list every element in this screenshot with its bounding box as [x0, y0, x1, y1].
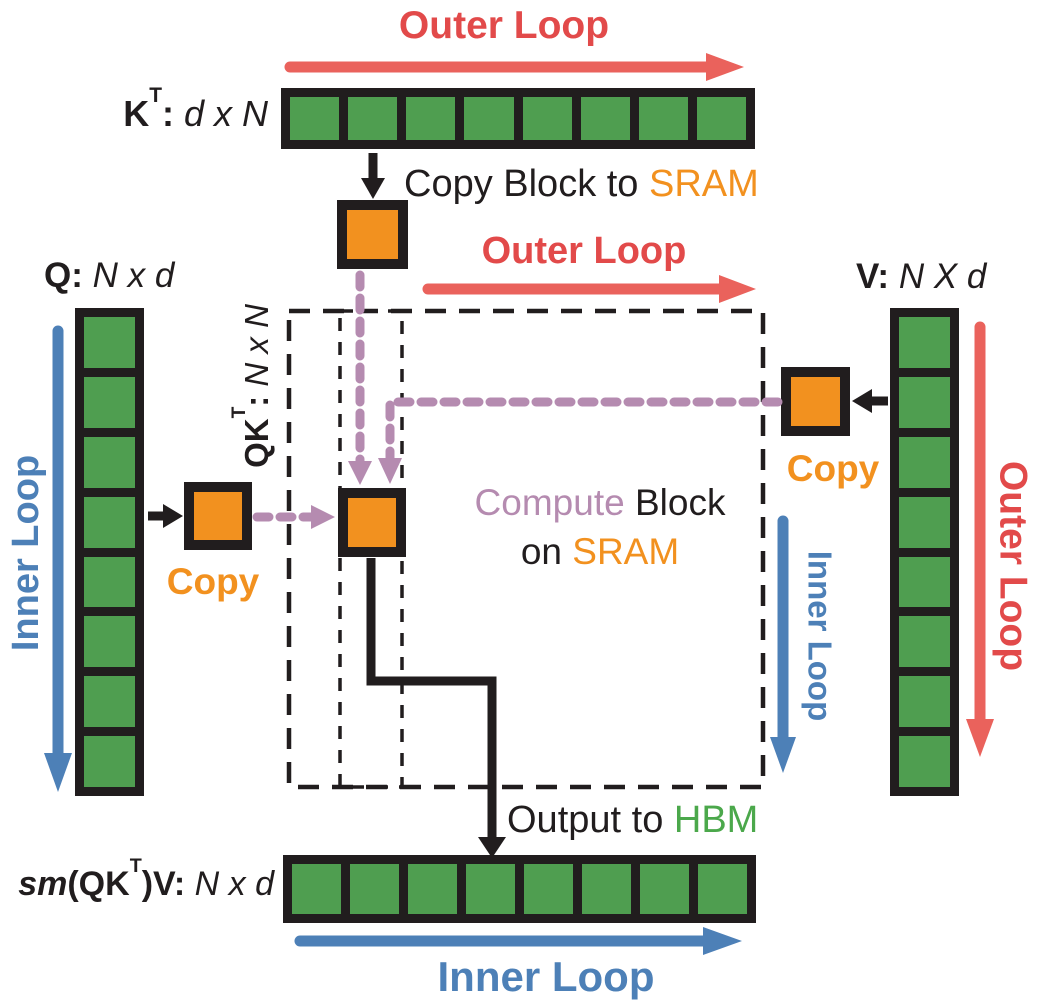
- matrix-cell: [84, 317, 135, 368]
- output-matrix-label: sm(QKT)V: N x d: [0, 855, 274, 903]
- output-sup: T: [129, 854, 142, 877]
- v-matrix: [890, 308, 959, 796]
- outer-loop-arrow-top: [284, 53, 744, 81]
- output-dims: N x d: [194, 865, 274, 903]
- outer-loop-label-right: Outer Loop: [991, 460, 1035, 672]
- q-to-sram-arrow: [148, 504, 183, 528]
- matrix-cell: [696, 97, 746, 140]
- matrix-cell: [292, 864, 341, 914]
- output-open: (QK: [67, 865, 130, 903]
- qkt-dims: N x N: [237, 304, 275, 387]
- matrix-cell: [522, 97, 572, 140]
- v-dims: N X d: [898, 257, 987, 296]
- outer-loop-arrow-right: [966, 321, 994, 757]
- q-dims: N x d: [92, 256, 175, 295]
- output-to-hbm-label: Output to HBM: [507, 799, 759, 842]
- matrix-cell: [698, 864, 747, 914]
- inner-loop-arrow-bottom: [294, 927, 742, 955]
- matrix-cell: [290, 97, 340, 140]
- matrix-cell: [582, 864, 631, 914]
- qkt-sup: T: [229, 406, 251, 419]
- matrix-cell: [524, 864, 573, 914]
- matrix-cell: [899, 496, 950, 548]
- matrix-cell: [84, 556, 135, 608]
- output-to-hbm-arrow: [366, 558, 506, 858]
- sram-highlight-2: SRAM: [572, 530, 680, 572]
- kt-matrix-label: KT: d x N: [90, 84, 268, 134]
- q-matrix-label: Q: N x d: [44, 256, 175, 296]
- k-sram-block: [337, 200, 408, 269]
- matrix-cell: [84, 376, 135, 428]
- matrix-cell: [464, 97, 514, 140]
- matrix-cell: [899, 736, 950, 787]
- compute-block: [338, 488, 406, 557]
- matrix-cell: [899, 317, 950, 368]
- copy-label-q: Copy: [166, 561, 260, 602]
- compute-block-on-sram-label: Compute Block on SRAM: [413, 479, 787, 577]
- inner-loop-label-center: Inner Loop: [801, 550, 839, 722]
- kt-matrix: [281, 88, 755, 149]
- matrix-cell: [899, 676, 950, 728]
- inner-loop-label-left: Inner Loop: [5, 454, 47, 652]
- matrix-cell: [408, 864, 457, 914]
- copy-block-to-sram-label: Copy Block to SRAM: [404, 163, 759, 206]
- kt-colon: :: [161, 93, 184, 134]
- matrix-cell: [406, 97, 456, 140]
- v-name: V: [856, 257, 878, 296]
- inner-loop-arrow-left: [44, 325, 72, 792]
- matrix-cell: [466, 864, 515, 914]
- v-colon: :: [877, 257, 899, 296]
- sram-highlight: SRAM: [649, 163, 759, 205]
- matrix-cell: [348, 97, 398, 140]
- matrix-cell: [350, 864, 399, 914]
- on-text: on: [520, 530, 573, 572]
- hbm-highlight: HBM: [673, 799, 759, 841]
- copy-label-v: Copy: [786, 448, 880, 489]
- matrix-cell: [84, 436, 135, 488]
- q-colon: :: [71, 256, 93, 295]
- k-to-sram-arrow: [361, 153, 385, 199]
- k-block-to-compute-arrow: [348, 270, 372, 485]
- v-sram-block: [781, 367, 850, 436]
- q-block-to-compute-arrow: [252, 505, 335, 529]
- matrix-cell: [899, 436, 950, 488]
- qkt-colon: :: [237, 386, 275, 407]
- v-block-to-compute-arrow: [378, 397, 783, 484]
- outer-loop-arrow-middle: [422, 275, 756, 303]
- kt-sup: T: [149, 83, 162, 107]
- q-matrix: [75, 308, 144, 796]
- compute-text: Block: [624, 482, 726, 523]
- kt-name: K: [123, 93, 150, 134]
- matrix-cell: [84, 616, 135, 668]
- q-sram-block: [184, 482, 252, 550]
- output-close: )V:: [141, 865, 195, 903]
- v-to-sram-arrow: [852, 389, 888, 413]
- outer-loop-label-top: Outer Loop: [398, 4, 610, 47]
- qkt-name: QK: [237, 418, 275, 468]
- copy-to-sram-text: Copy Block to: [404, 163, 649, 205]
- inner-loop-label-bottom: Inner Loop: [437, 953, 655, 1000]
- output-sm: sm: [18, 865, 68, 903]
- output-matrix: [283, 855, 756, 923]
- matrix-cell: [899, 556, 950, 608]
- compute-highlight: Compute: [474, 482, 625, 523]
- matrix-cell: [899, 376, 950, 428]
- q-name: Q: [44, 256, 72, 295]
- matrix-cell: [899, 616, 950, 668]
- matrix-cell: [84, 676, 135, 728]
- output-to-text: Output to: [507, 799, 674, 841]
- matrix-cell: [84, 736, 135, 787]
- matrix-cell: [640, 864, 689, 914]
- matrix-cell: [580, 97, 630, 140]
- v-matrix-label: V: N X d: [856, 257, 987, 297]
- qkt-matrix-label: QKT: N x N: [229, 304, 275, 468]
- kt-dims: d x N: [183, 93, 268, 134]
- matrix-cell: [638, 97, 688, 140]
- matrix-cell: [84, 496, 135, 548]
- outer-loop-label-middle: Outer Loop: [481, 230, 687, 272]
